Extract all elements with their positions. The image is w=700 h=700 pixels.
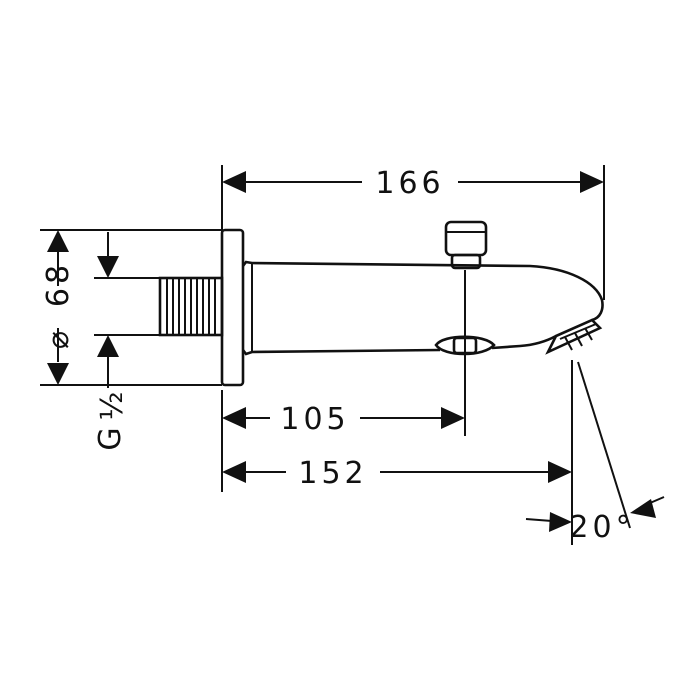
diverter-knob: [444, 220, 488, 270]
dimension-rosette-diameter: ⌀ 68: [40, 229, 222, 386]
spout-body: [241, 260, 604, 356]
dimension-rosette-diameter-label: 68: [41, 261, 76, 307]
diameter-symbol: ⌀: [41, 327, 76, 349]
spout-outlet: [545, 318, 603, 355]
dimension-overall-length-label: 166: [375, 166, 444, 201]
dimension-spout-to-outlet-label: 152: [298, 456, 367, 491]
thread-fraction: ½: [95, 387, 130, 420]
dimension-outlet-angle-label: 20°: [569, 510, 634, 545]
wall-rosette: [220, 228, 245, 387]
thread-letter: G: [93, 423, 128, 450]
dimension-overall-length: 166: [221, 165, 605, 300]
dimension-spout-to-diverter: 105: [221, 270, 466, 492]
dimension-spout-to-outlet: 152: [222, 360, 573, 545]
dimension-spout-to-diverter-label: 105: [280, 402, 349, 437]
dimension-outlet-angle: 20°: [525, 361, 665, 545]
threaded-connector: [158, 276, 224, 337]
dimension-thread: G ½: [93, 232, 160, 451]
